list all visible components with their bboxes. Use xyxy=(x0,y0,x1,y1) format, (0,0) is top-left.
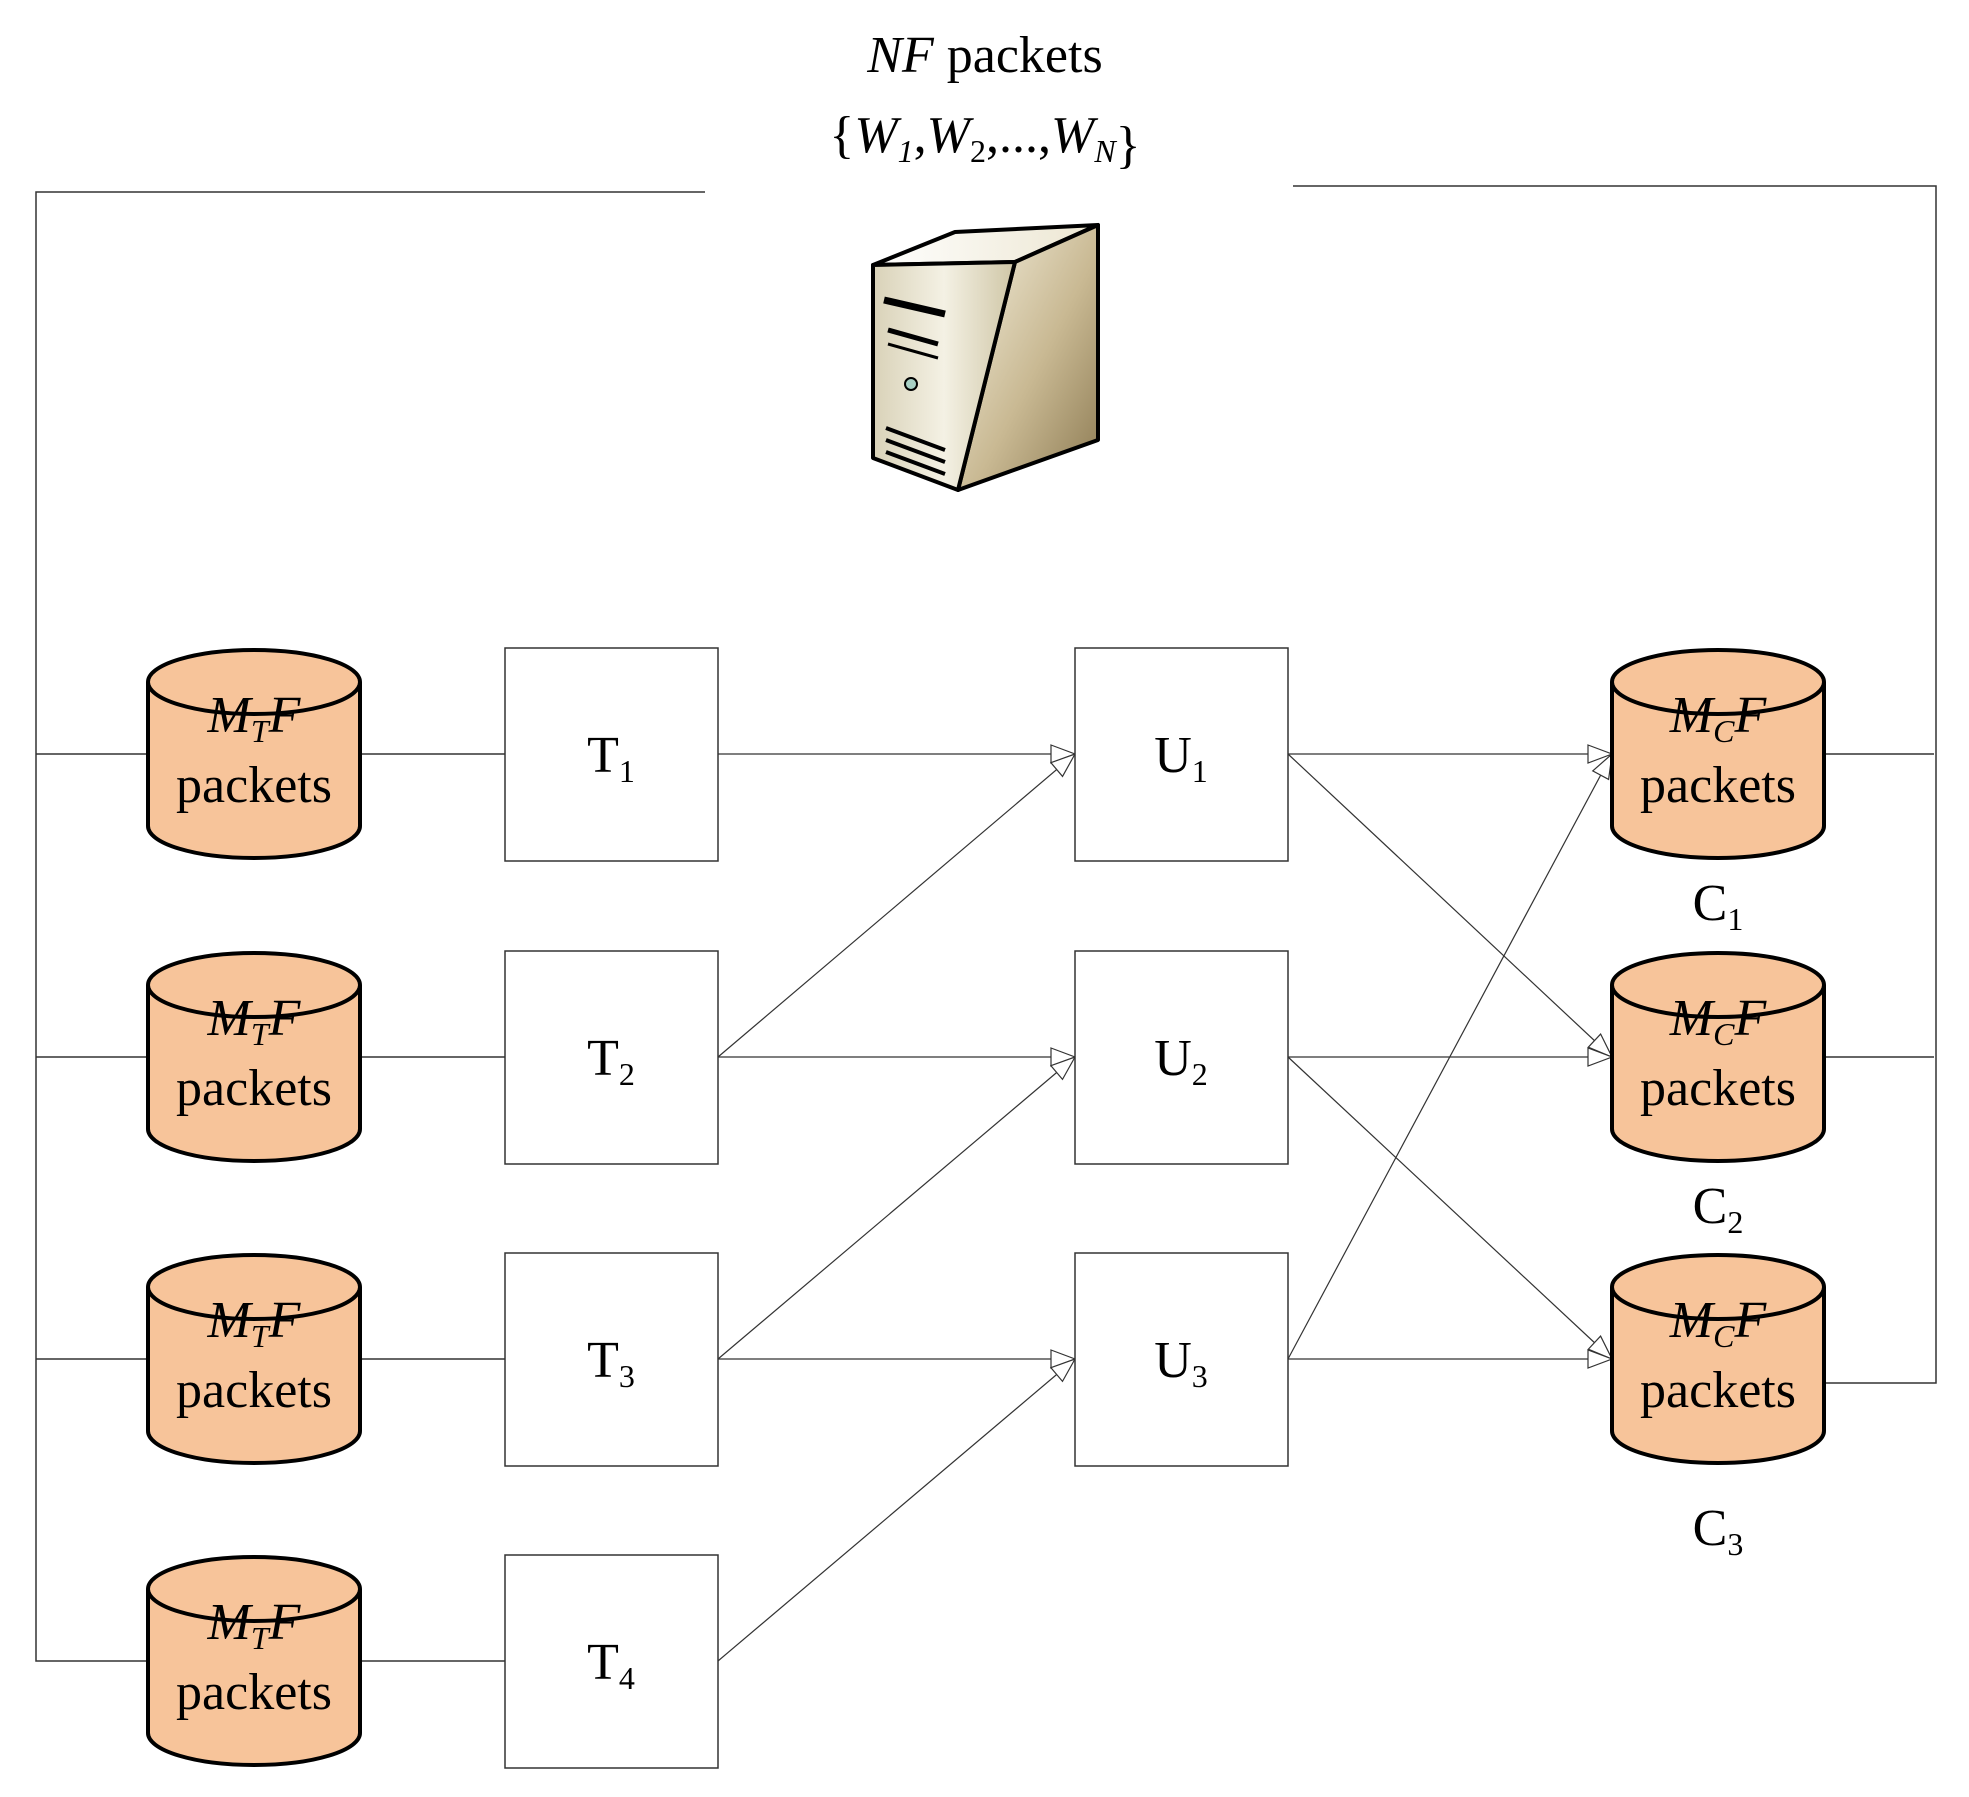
dest-store-var: MCF xyxy=(1669,990,1768,1052)
source-store-var: MTF xyxy=(207,1292,302,1354)
svg-text:U3: U3 xyxy=(1154,1332,1208,1394)
t-node: T4 xyxy=(504,1554,719,1769)
source-store: MTF packets xyxy=(146,951,362,1163)
dest-store-var: MCF xyxy=(1669,687,1768,749)
dest-store-var: MCF xyxy=(1669,1292,1768,1354)
u-node: U1 xyxy=(1074,647,1289,862)
u-node: U2 xyxy=(1074,950,1289,1165)
source-store: MTF packets xyxy=(146,648,362,860)
u-to-c-arrow xyxy=(1287,1056,1612,1359)
svg-text:T1: T1 xyxy=(587,727,635,789)
svg-text:T3: T3 xyxy=(587,1332,635,1394)
dest-store: MCF packets C3 xyxy=(1610,1253,1826,1562)
t-node: T3 xyxy=(504,1252,719,1467)
source-store-word: packets xyxy=(176,1060,332,1117)
server-feed-wiring xyxy=(35,185,1937,1662)
t-node: T1 xyxy=(504,647,719,862)
svg-text:U1: U1 xyxy=(1154,727,1208,789)
u-to-c-arrow xyxy=(1287,754,1612,1360)
source-store: MTF packets xyxy=(146,1555,362,1767)
t-to-u-arrow xyxy=(717,1057,1075,1360)
server-label: NF packets xyxy=(866,27,1102,84)
svg-text:T2: T2 xyxy=(587,1030,635,1092)
t-node: T2 xyxy=(504,950,719,1165)
dest-store: MCF packets C2 xyxy=(1610,951,1826,1240)
source-store-var: MTF xyxy=(207,687,302,749)
dest-store-caption: C1 xyxy=(1693,875,1744,937)
svg-text:T4: T4 xyxy=(587,1634,635,1696)
dest-store-word: packets xyxy=(1640,757,1796,814)
source-store-var: MTF xyxy=(207,990,302,1052)
edge-layer xyxy=(717,753,1612,1662)
dest-store-word: packets xyxy=(1640,1362,1796,1419)
source-store-word: packets xyxy=(176,757,332,814)
server-packet-set: {W1,W2,...,WN} xyxy=(829,107,1140,174)
svg-text:U2: U2 xyxy=(1154,1030,1208,1092)
t-to-u-arrow xyxy=(717,1359,1075,1662)
source-store-word: packets xyxy=(176,1362,332,1419)
source-store-var: MTF xyxy=(207,1594,302,1656)
u-to-c-arrow xyxy=(1287,753,1612,1057)
server-icon xyxy=(871,223,1100,492)
u-node: U3 xyxy=(1074,1252,1289,1467)
dest-store-caption: C2 xyxy=(1693,1178,1744,1240)
source-store-word: packets xyxy=(176,1664,332,1721)
dest-store: MCF packets C1 xyxy=(1610,648,1826,937)
dest-store-caption: C3 xyxy=(1693,1500,1744,1562)
t-to-u-arrow xyxy=(717,754,1075,1058)
dest-store-word: packets xyxy=(1640,1060,1796,1117)
source-store: MTF packets xyxy=(146,1253,362,1465)
